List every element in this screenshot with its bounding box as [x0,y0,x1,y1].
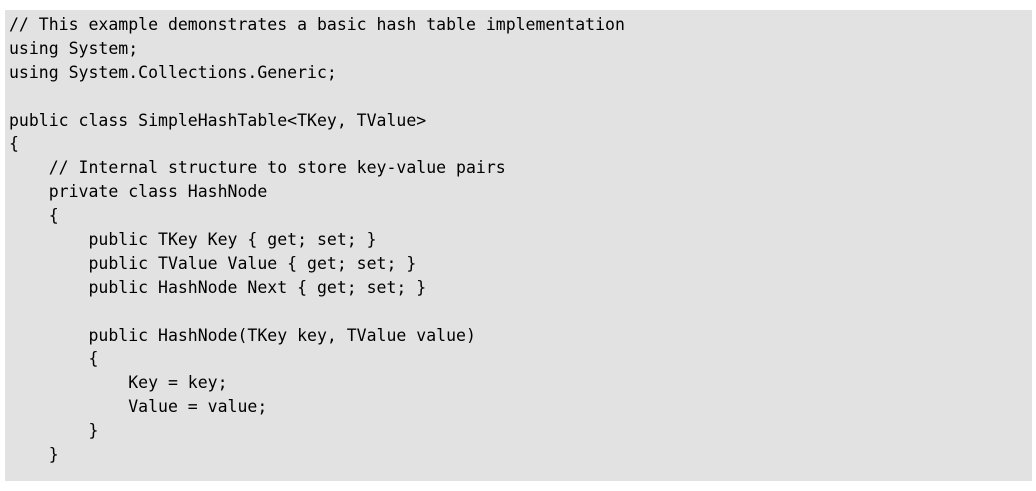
code-line-14: public HashNode(TKey key, TValue value) [9,325,476,345]
code-line-6: { [9,134,19,154]
code-line-8: private class HashNode [9,182,268,202]
code-line-17: Value = value; [9,397,268,417]
code-line-4 [9,85,1032,109]
code-line-19: } [9,445,59,465]
code-line-15: { [9,349,99,369]
code-line-16: Key = key; [9,373,228,393]
code-line-7: // Internal structure to store key-value… [9,158,506,178]
code-line-18: } [9,421,99,441]
code-line-5: public class SimpleHashTable<TKey, TValu… [9,110,427,130]
code-line-12: public HashNode Next { get; set; } [9,277,427,297]
code-line-11: public TValue Value { get; set; } [9,253,417,273]
code-line-13 [9,300,1032,324]
code-line-9: { [9,206,59,226]
code-block: // This example demonstrates a basic has… [5,10,1032,481]
code-line-2: using System; [9,38,139,58]
code-line-10: public TKey Key { get; set; } [9,230,377,250]
code-line-1: // This example demonstrates a basic has… [9,15,625,34]
code-line-3: using System.Collections.Generic; [9,62,337,82]
code-line-20 [9,467,1032,491]
